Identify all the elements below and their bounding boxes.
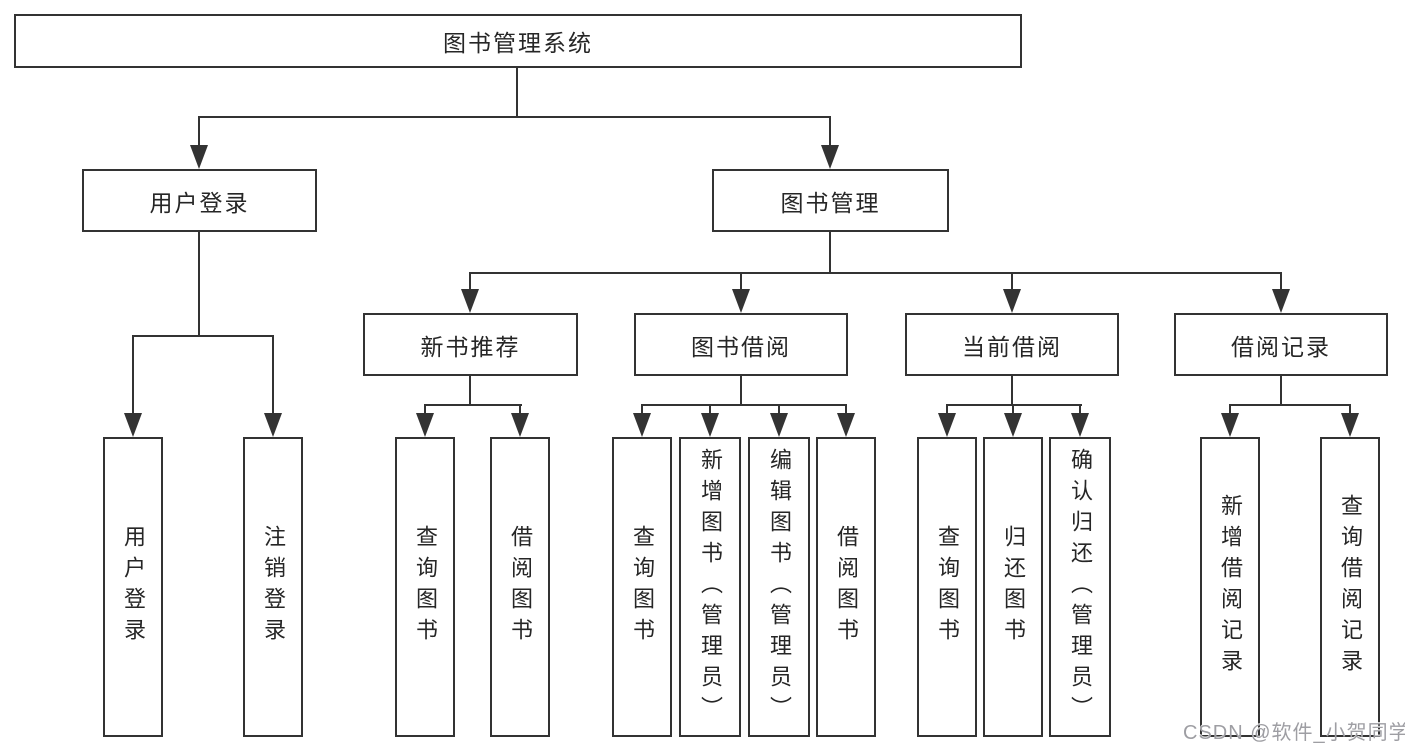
- node-leaf-add-books-admin: 新增图书（管理员）: [679, 437, 741, 737]
- node-leaf-borrow-books-recommend: 借阅图书: [490, 437, 550, 737]
- connector-stem: [1079, 404, 1081, 413]
- node-label: 借阅记录: [1231, 333, 1331, 360]
- node-leaf-user-login: 用户登录: [103, 437, 163, 737]
- connector-records-drop: [1280, 376, 1282, 406]
- connector-stem: [709, 404, 711, 413]
- connector-current-split: [946, 404, 1082, 406]
- connector-bookmgmt-split: [469, 272, 1282, 274]
- node-label: 借阅图书: [508, 525, 533, 649]
- connector-stem: [1012, 404, 1014, 413]
- connector-stem: [845, 404, 847, 413]
- node-label: 确认归还（管理员）: [1068, 447, 1093, 727]
- node-leaf-query-books-borrow: 查询图书: [612, 437, 672, 737]
- connector-stem: [946, 404, 948, 413]
- arrow-down-icon: [770, 413, 788, 437]
- connector-records-split: [1229, 404, 1351, 406]
- node-user-login: 用户登录: [82, 169, 317, 232]
- node-label: 当前借阅: [962, 333, 1062, 360]
- node-label: 借阅图书: [834, 525, 859, 649]
- connector-stem-leaf-user-login: [132, 335, 134, 413]
- arrow-down-icon: [1003, 289, 1021, 313]
- connector-userlogin-drop: [198, 232, 200, 337]
- node-label: 归还图书: [1001, 525, 1026, 649]
- arrow-down-icon: [1221, 413, 1239, 437]
- arrow-down-icon: [124, 413, 142, 437]
- arrow-down-icon: [416, 413, 434, 437]
- connector-stem-records: [1280, 272, 1282, 291]
- connector-stem-leaf-logout: [272, 335, 274, 413]
- node-leaf-edit-books-admin: 编辑图书（管理员）: [748, 437, 810, 737]
- node-label: 查询图书: [630, 525, 655, 649]
- node-label: 编辑图书（管理员）: [767, 447, 792, 727]
- connector-root-split: [198, 116, 831, 118]
- node-label: 查询图书: [935, 525, 960, 649]
- connector-recommend-split: [424, 404, 522, 406]
- node-label: 用户登录: [149, 189, 250, 216]
- arrow-down-icon: [1071, 413, 1089, 437]
- node-label: 图书管理: [780, 189, 881, 216]
- connector-recommend-drop: [469, 376, 471, 406]
- arrow-down-icon: [1004, 413, 1022, 437]
- arrow-down-icon: [1272, 289, 1290, 313]
- connector-stem-book-management: [829, 116, 831, 147]
- node-label: 用户登录: [121, 525, 146, 649]
- arrow-down-icon: [701, 413, 719, 437]
- arrow-down-icon: [461, 289, 479, 313]
- connector-stem: [1229, 404, 1231, 413]
- arrow-down-icon: [190, 145, 208, 169]
- arrow-down-icon: [732, 289, 750, 313]
- node-leaf-query-books-current: 查询图书: [917, 437, 977, 737]
- node-current-borrow: 当前借阅: [905, 313, 1119, 376]
- arrow-down-icon: [264, 413, 282, 437]
- connector-stem: [519, 404, 521, 413]
- arrow-down-icon: [938, 413, 956, 437]
- node-label: 新书推荐: [420, 333, 521, 360]
- connector-stem-current: [1011, 272, 1013, 291]
- connector-stem: [641, 404, 643, 413]
- node-label: 注销登录: [261, 525, 286, 649]
- connector-stem-borrow: [740, 272, 742, 291]
- arrow-down-icon: [821, 145, 839, 169]
- node-leaf-confirm-return-admin: 确认归还（管理员）: [1049, 437, 1111, 737]
- connector-current-drop: [1011, 376, 1013, 406]
- node-label: 查询借阅记录: [1338, 494, 1363, 680]
- connector-borrow-drop: [740, 376, 742, 406]
- connector-stem-user-login: [198, 116, 200, 147]
- node-borrow-records: 借阅记录: [1174, 313, 1388, 376]
- connector-borrow-split: [641, 404, 847, 406]
- connector-bookmgmt-drop: [829, 232, 831, 274]
- arrow-down-icon: [837, 413, 855, 437]
- node-leaf-query-borrow-record: 查询借阅记录: [1320, 437, 1380, 737]
- node-leaf-return-books: 归还图书: [983, 437, 1043, 737]
- connector-stem: [424, 404, 426, 413]
- node-leaf-borrow-books: 借阅图书: [816, 437, 876, 737]
- node-label: 图书管理系统: [443, 30, 593, 56]
- node-book-management: 图书管理: [712, 169, 949, 232]
- node-root-library-management-system: 图书管理系统: [14, 14, 1022, 68]
- node-new-book-recommend: 新书推荐: [363, 313, 578, 376]
- node-label: 新增借阅记录: [1218, 494, 1243, 680]
- node-leaf-logout: 注销登录: [243, 437, 303, 737]
- node-label: 查询图书: [413, 525, 438, 649]
- arrow-down-icon: [1341, 413, 1359, 437]
- connector-userlogin-split: [132, 335, 274, 337]
- arrow-down-icon: [511, 413, 529, 437]
- arrow-down-icon: [633, 413, 651, 437]
- csdn-watermark: CSDN @软件_小贺同学: [1183, 722, 1405, 744]
- node-leaf-add-borrow-record: 新增借阅记录: [1200, 437, 1260, 737]
- connector-root-drop: [516, 68, 518, 118]
- node-label: 新增图书（管理员）: [698, 447, 723, 727]
- connector-stem: [1349, 404, 1351, 413]
- node-book-borrow: 图书借阅: [634, 313, 848, 376]
- node-label: 图书借阅: [691, 333, 791, 360]
- connector-stem: [778, 404, 780, 413]
- node-leaf-query-books-recommend: 查询图书: [395, 437, 455, 737]
- connector-stem-recommend: [469, 272, 471, 291]
